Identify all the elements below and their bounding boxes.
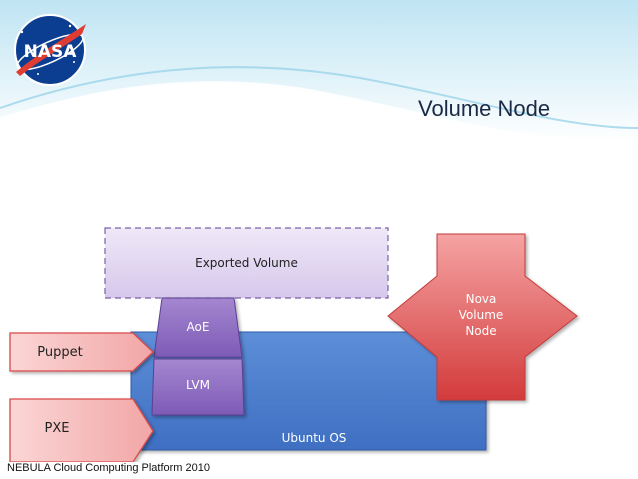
ubuntu-os-label: Ubuntu OS	[281, 431, 347, 445]
exported-volume-box	[104, 227, 389, 299]
pxe-label: PXE	[44, 421, 70, 436]
nasa-logo: NASA	[14, 14, 86, 86]
nova-volume-node-arrow	[387, 233, 578, 401]
lvm-label: LVM	[186, 378, 210, 392]
aoe-label: AoE	[186, 320, 210, 334]
header-swoosh-blue	[0, 66, 638, 129]
nova-label-line-2: Volume	[458, 308, 504, 322]
footer-text: NEBULA Cloud Computing Platform 2010	[7, 462, 210, 474]
puppet-label: Puppet	[37, 345, 83, 360]
aoe-trapezoid	[153, 297, 243, 358]
logo-text: NASA	[24, 42, 78, 62]
lvm-trapezoid	[151, 358, 245, 416]
nova-label-line-3: Node	[465, 324, 497, 338]
nova-label-line-1: Nova	[465, 292, 497, 306]
slide-title: Volume Node	[418, 96, 551, 121]
header-swoosh-white	[0, 81, 638, 145]
nova-volume-node-label: Nova Volume Node	[437, 291, 525, 339]
puppet-arrow	[9, 332, 154, 372]
exported-volume-label: Exported Volume	[195, 256, 298, 270]
header-background	[0, 0, 638, 142]
pxe-arrow	[9, 398, 154, 463]
